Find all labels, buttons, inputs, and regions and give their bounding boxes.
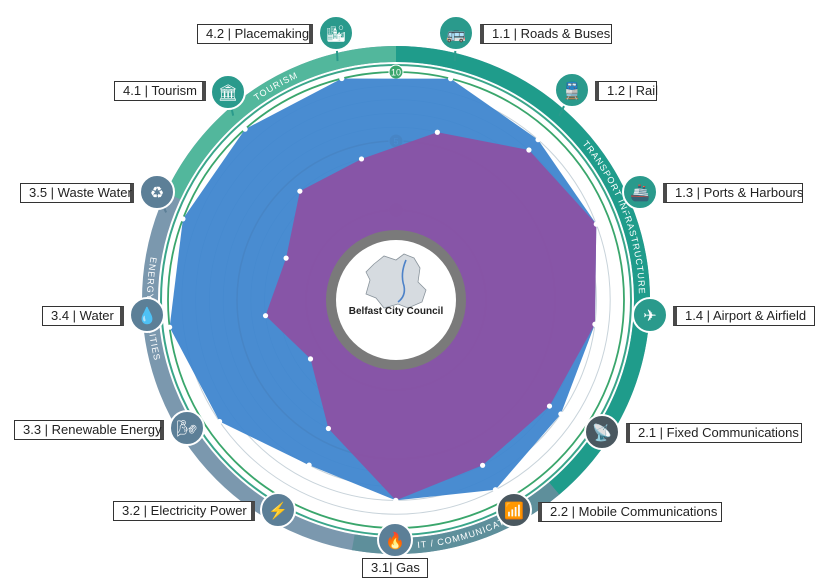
category-label-10: 3.5 | Waste Water	[20, 183, 134, 203]
antenna-icon: 📡	[592, 422, 612, 442]
data-point-0-5	[492, 487, 499, 493]
data-point-1-10	[283, 255, 289, 261]
flame-icon-disc	[377, 522, 413, 558]
category-label-5: 2.2 | Mobile Communications	[538, 502, 722, 522]
data-point-0-9	[167, 324, 173, 330]
data-point-1-4	[546, 403, 553, 409]
bus-icon: 🚌	[446, 26, 466, 43]
buildings-icon-disc	[318, 15, 354, 51]
data-point-0-1	[535, 137, 541, 143]
recycle-icon-disc	[139, 174, 175, 210]
river-line	[397, 259, 407, 303]
bus-icon-disc	[438, 15, 474, 51]
recycle-icon: ♻	[150, 185, 164, 202]
data-point-0-11	[242, 126, 248, 132]
data-point-1-1	[526, 147, 532, 153]
flame-icon: 🔥	[385, 531, 405, 550]
data-point-0-12	[339, 75, 345, 82]
train-icon: 🚆	[562, 81, 582, 100]
ring-label-10: 10	[391, 68, 401, 78]
data-point-0-4	[558, 411, 564, 417]
data-point-1-7	[325, 425, 331, 432]
wind-turbine-icon: 🌬	[177, 420, 197, 438]
droplet-icon: 💧	[137, 306, 157, 325]
category-label-6: 3.1| Gas	[362, 558, 428, 578]
data-point-1-8	[307, 356, 314, 362]
data-point-1-0	[434, 129, 440, 135]
antenna-icon-disc	[584, 414, 620, 450]
series-purple-points	[262, 129, 599, 503]
droplet-icon-disc	[129, 297, 165, 333]
ship-icon: 🚢	[630, 184, 650, 202]
category-label-9: 3.4 | Water	[42, 306, 124, 326]
category-label-0: 1.1 | Roads & Buses	[480, 24, 612, 44]
train-icon-disc	[554, 72, 590, 108]
center-label: Belfast City Council	[349, 306, 444, 317]
data-point-1-2	[593, 221, 599, 227]
buildings-icon: 🏙	[326, 25, 346, 43]
ship-icon-disc	[622, 174, 658, 210]
museum-icon-disc	[210, 74, 246, 110]
belfast-map-icon	[365, 253, 427, 309]
data-point-0-8	[216, 418, 223, 425]
category-icons: 🚌 🚆 🚢 ✈ 📡 📶 🔥 ⚡ 🌬 💧 ♻ 🏛 🏙	[129, 15, 668, 558]
data-point-1-9	[262, 313, 269, 319]
category-label-8: 3.3 | Renewable Energy	[14, 420, 164, 440]
category-label-12: 4.2 | Placemaking	[197, 24, 313, 44]
category-label-3: 1.4 | Airport & Airfield	[673, 306, 815, 326]
data-point-0-7	[306, 462, 312, 468]
airplane-icon: ✈	[643, 308, 656, 325]
airplane-icon-disc	[632, 297, 668, 333]
lightning-icon: ⚡	[268, 501, 288, 520]
data-point-0-10	[180, 216, 186, 222]
wifi-icon-disc	[496, 492, 532, 528]
data-point-1-11	[297, 188, 303, 194]
category-label-7: 3.2 | Electricity Power	[113, 501, 255, 521]
category-label-4: 2.1 | Fixed Communications	[626, 423, 802, 443]
data-point-1-6	[393, 497, 399, 503]
lightning-icon-disc	[260, 492, 296, 528]
wind-turbine-icon-disc	[169, 410, 205, 446]
data-point-1-5	[479, 462, 486, 468]
wifi-icon: 📶	[504, 501, 524, 520]
data-point-0-0	[447, 76, 454, 82]
data-point-1-3	[592, 321, 598, 327]
tourism-band	[165, 46, 397, 200]
data-point-1-12	[358, 156, 365, 162]
category-label-11: 4.1 | Tourism	[114, 81, 206, 101]
museum-icon: 🏛	[218, 84, 238, 102]
category-label-2: 1.3 | Ports & Harbours	[663, 183, 803, 203]
category-label-1: 1.2 | Rail	[595, 81, 658, 101]
